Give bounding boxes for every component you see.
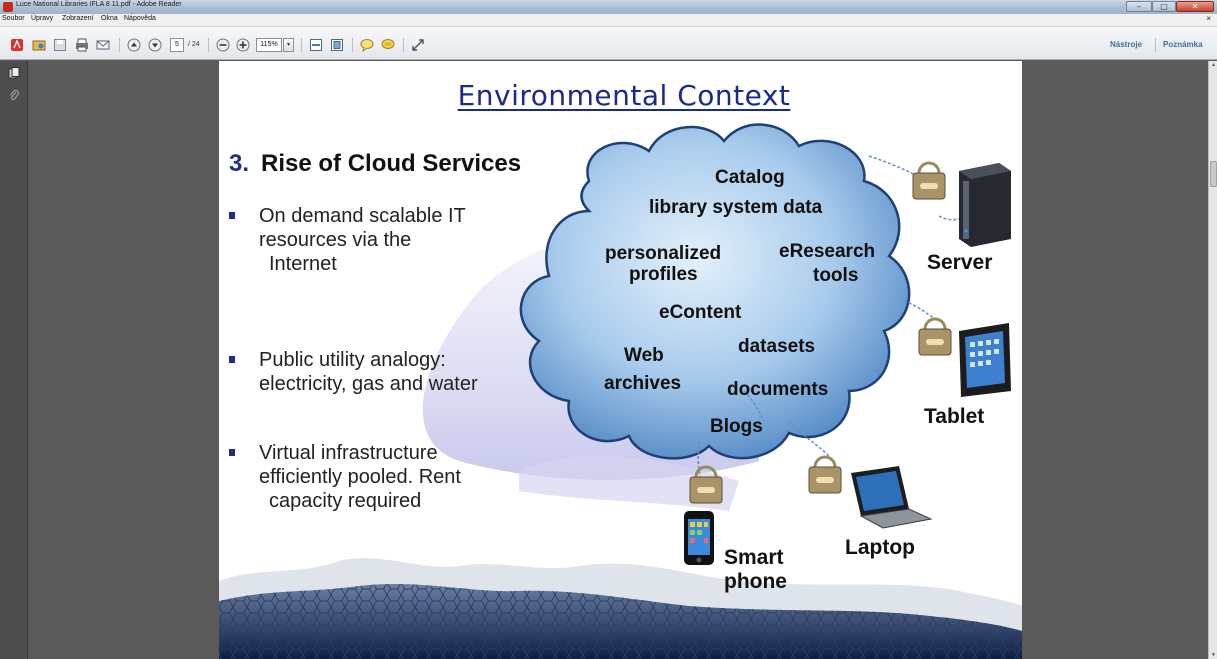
- bullet-square-icon: [229, 212, 235, 219]
- navigation-pane: [0, 61, 28, 659]
- attachments-paperclip-icon[interactable]: [8, 89, 20, 101]
- bullet-item: On demand scalable IT resources via the …: [229, 204, 559, 276]
- smartphone-icon: [684, 511, 714, 565]
- save-icon[interactable]: [53, 38, 67, 52]
- pages-thumbnail-icon[interactable]: [8, 67, 20, 79]
- cloud-label-datasets: datasets: [738, 336, 816, 357]
- device-label-server: Server: [927, 251, 993, 274]
- bullet-line: electricity, gas and water: [259, 373, 478, 395]
- padlock-icon-tablet: [918, 317, 952, 356]
- cloud-label-eresearch: eResearch: [779, 241, 876, 262]
- scrollbar-thumb[interactable]: [1210, 161, 1217, 187]
- fullscreen-icon[interactable]: [411, 38, 425, 52]
- bullet-line: capacity required: [269, 490, 422, 512]
- close-document-icon[interactable]: ×: [1206, 14, 1211, 23]
- cloud-label-profiles: profiles: [629, 264, 698, 285]
- cloud-label-econtent: eContent: [659, 302, 742, 323]
- bullet-item: Public utility analogy: electricity, gas…: [229, 348, 559, 396]
- bullet-line: Virtual infrastructure: [259, 442, 438, 464]
- open-icon[interactable]: [32, 38, 46, 52]
- slide-artwork: [219, 123, 1022, 659]
- device-label-tablet: Tablet: [924, 405, 985, 428]
- comment-panel-button[interactable]: Poznámka: [1163, 40, 1203, 49]
- email-icon[interactable]: [96, 38, 110, 52]
- bullet-line: Internet: [269, 253, 337, 275]
- window-title: Luce National Libraries IFLA 8 11.pdf - …: [16, 1, 182, 8]
- highlight-icon[interactable]: [381, 38, 395, 52]
- window-titlebar: Luce National Libraries IFLA 8 11.pdf - …: [0, 0, 1217, 14]
- heading-text: Rise of Cloud Services: [261, 150, 522, 177]
- menu-edit[interactable]: Úpravy: [31, 15, 54, 22]
- maximize-glyph: □: [1160, 2, 1168, 11]
- bullet-line: resources via the: [259, 229, 412, 251]
- fit-width-icon[interactable]: [309, 38, 323, 52]
- fit-page-icon[interactable]: [330, 38, 344, 52]
- tablet-icon: [959, 323, 1011, 397]
- zoom-level-input[interactable]: 115%: [256, 38, 282, 52]
- toolbar-separator: [403, 38, 404, 52]
- bullet-square-icon: [229, 356, 235, 363]
- create-pdf-icon[interactable]: [10, 38, 24, 52]
- cloud-label-catalog: Catalog: [715, 167, 785, 188]
- zoom-in-icon[interactable]: [236, 38, 250, 52]
- scroll-down-arrow-icon[interactable]: ▼: [1211, 652, 1216, 658]
- close-button[interactable]: ✕: [1176, 1, 1214, 12]
- cloud-label-web: Web: [624, 345, 664, 366]
- next-page-icon[interactable]: [148, 38, 162, 52]
- device-label-smart: Smart: [724, 546, 784, 569]
- toolbar-separator: [119, 38, 120, 52]
- menu-window[interactable]: Okna: [101, 15, 118, 22]
- slide-title: Environmental Context: [457, 79, 791, 112]
- padlock-icon-phone: [689, 465, 723, 504]
- padlock-icon-server: [912, 161, 946, 200]
- cloud-label-archives: archives: [604, 373, 682, 394]
- toolbar-separator: [208, 38, 209, 52]
- bullet-line: Public utility analogy:: [259, 349, 446, 371]
- minimize-glyph: –: [1137, 2, 1141, 11]
- menu-view[interactable]: Zobrazení: [62, 15, 94, 22]
- cloud-label-library: library system data: [649, 197, 823, 218]
- page-total-label: / 24: [188, 41, 200, 48]
- bullet-item: Virtual infrastructure efficiently poole…: [229, 441, 559, 513]
- server-icon: [959, 163, 1011, 247]
- tools-button[interactable]: Nástroje: [1110, 40, 1143, 49]
- main-toolbar: 5 / 24 115% ▾ Nástroje Poznámka: [0, 27, 1217, 60]
- bullet-line: On demand scalable IT: [259, 205, 466, 227]
- vertical-scrollbar[interactable]: ▲ ▼: [1208, 61, 1217, 659]
- bullet-square-icon: [229, 449, 235, 456]
- minimize-button[interactable]: –: [1126, 1, 1152, 12]
- bullet-line: efficiently pooled. Rent: [259, 466, 461, 488]
- section-heading: 3. Rise of Cloud Services: [229, 150, 521, 178]
- close-icon: ✕: [1191, 2, 1199, 11]
- zoom-out-icon[interactable]: [216, 38, 230, 52]
- comment-icon[interactable]: [360, 38, 374, 52]
- adobe-reader-icon: [3, 2, 13, 12]
- toolbar-separator: [301, 38, 302, 52]
- cloud-shape: [519, 123, 911, 460]
- prev-page-icon[interactable]: [127, 38, 141, 52]
- menu-help[interactable]: Nápověda: [124, 15, 156, 22]
- padlock-icon-laptop: [808, 455, 842, 494]
- cloud-label-documents: documents: [727, 379, 829, 400]
- toolbar-separator: [1155, 38, 1156, 52]
- page-number-input[interactable]: 5: [170, 38, 184, 52]
- menu-file[interactable]: Soubor: [2, 15, 25, 22]
- heading-number: 3.: [229, 150, 250, 177]
- device-label-laptop: Laptop: [845, 536, 915, 559]
- toolbar-separator: [352, 38, 353, 52]
- pdf-page: Environmental Context 3. Rise of Cloud Se…: [219, 61, 1022, 659]
- maximize-button[interactable]: □: [1152, 1, 1176, 12]
- print-icon[interactable]: [75, 38, 89, 52]
- menu-bar: Soubor Úpravy Zobrazení Okna Nápověda ×: [0, 14, 1217, 27]
- cloud-label-personalized: personalized: [605, 243, 722, 264]
- device-label-phone: phone: [724, 570, 787, 593]
- cloud-label-blogs: Blogs: [710, 416, 763, 437]
- cloud-label-tools: tools: [813, 265, 859, 286]
- laptop-icon: [851, 466, 933, 529]
- zoom-dropdown-chevron-down-icon[interactable]: ▾: [283, 38, 294, 52]
- scroll-up-arrow-icon[interactable]: ▲: [1211, 62, 1216, 68]
